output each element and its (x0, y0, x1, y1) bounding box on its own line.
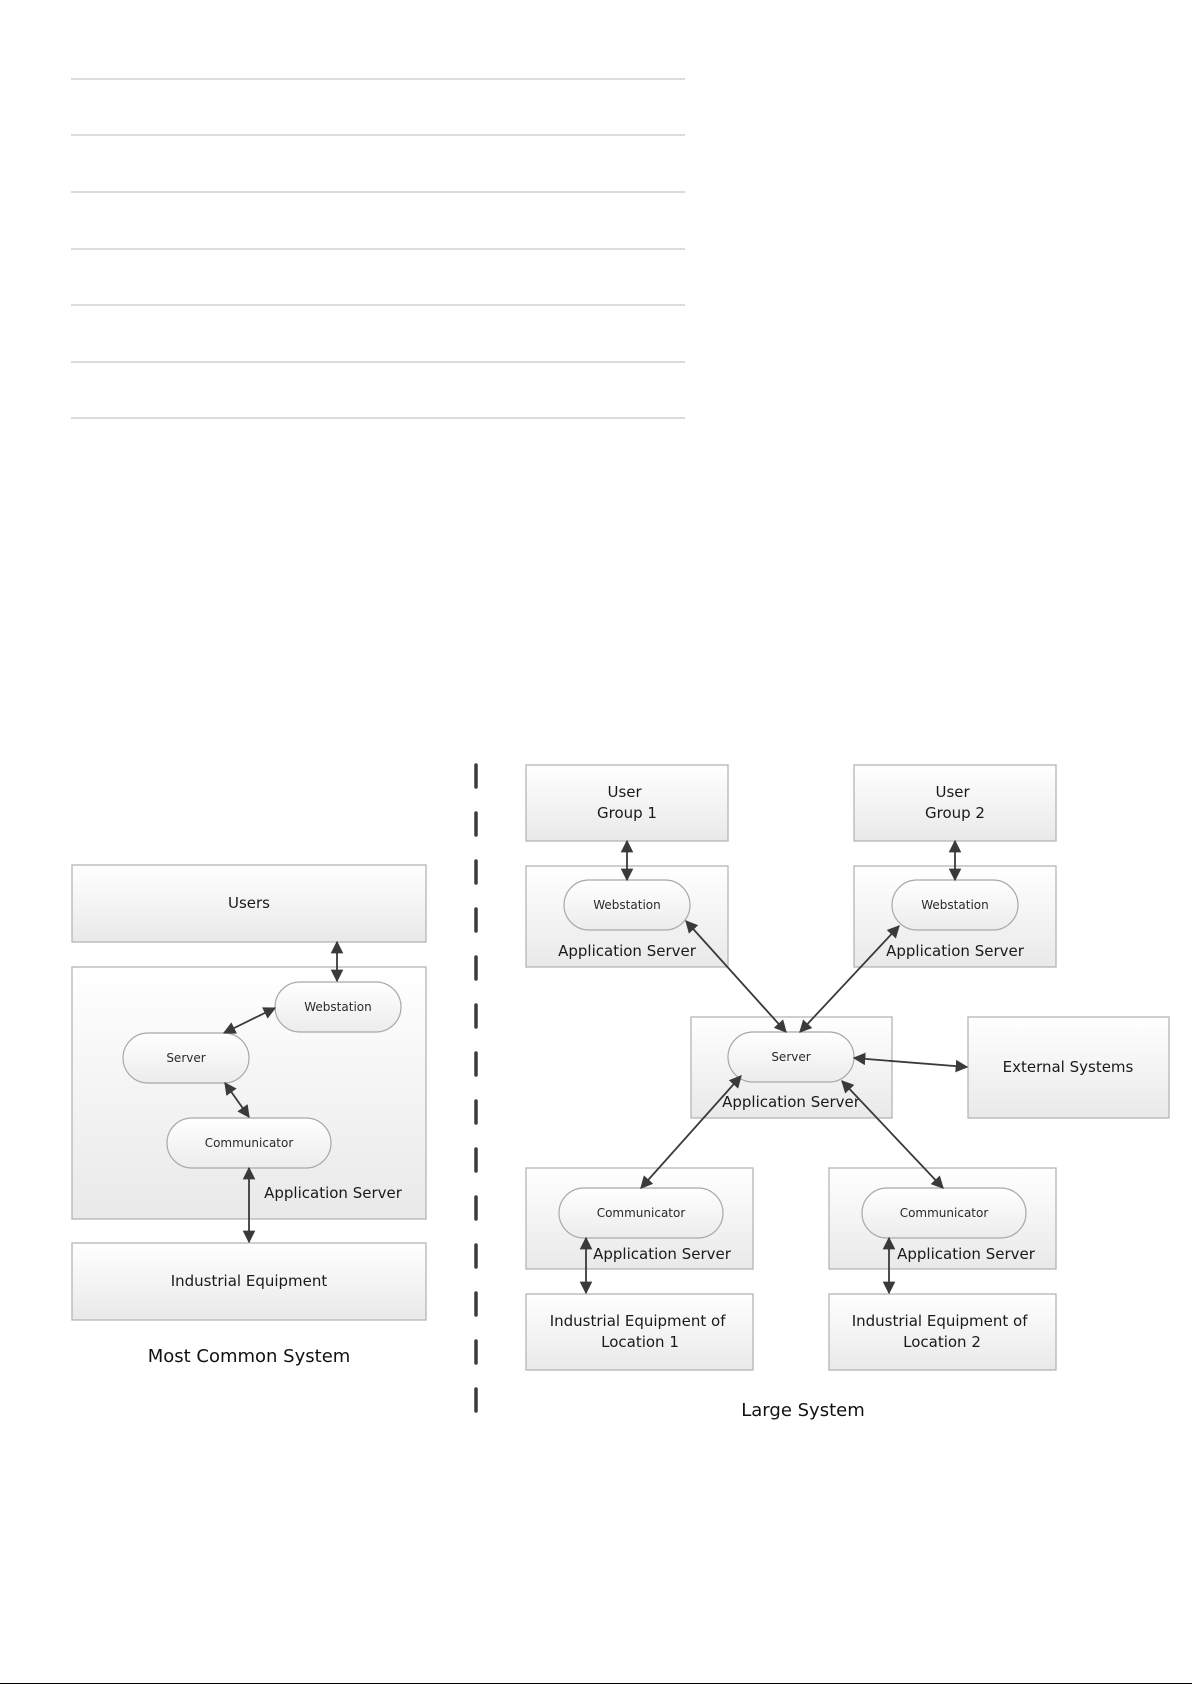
webstation-2-label: Webstation (921, 898, 988, 912)
users-box (71, 864, 427, 943)
user-group-1-line1: User (608, 783, 643, 801)
application-server-center-label: Application Server (722, 1093, 861, 1111)
ruled-line (71, 134, 685, 136)
industrial-equipment-1-label: Industrial Equipment of Location 1 (550, 1312, 731, 1351)
industrial-equipment-2-label: Industrial Equipment of Location 2 (852, 1312, 1033, 1351)
user-group-2-box (853, 764, 1057, 842)
most-common-system-caption: Most Common System (148, 1346, 351, 1367)
application-server-web-2-label: Application Server (886, 942, 1025, 960)
ruled-line (71, 78, 685, 80)
ruled-line (71, 304, 685, 306)
footer-line (0, 1683, 1192, 1684)
arrow-server-communicator (224, 1081, 250, 1119)
industrial-equipment-2-line1: Industrial Equipment of (852, 1312, 1028, 1330)
industrial-equipment-box (71, 1242, 427, 1321)
arrow-webstation2-server (799, 925, 900, 1033)
ruled-line (71, 361, 685, 363)
ruled-line (71, 248, 685, 250)
industrial-equipment-2-line2: Location 2 (903, 1333, 981, 1351)
ruled-line (71, 417, 685, 419)
arrow-webstation1-server (685, 920, 787, 1033)
large-system: User Group 1 User Group 2 Webstation App… (525, 764, 1170, 1421)
arrow-server-communicator2 (841, 1080, 944, 1189)
application-server-comm-1-label: Application Server (593, 1245, 732, 1263)
industrial-equipment-1-box (525, 1293, 754, 1371)
industrial-equipment-label: Industrial Equipment (171, 1272, 328, 1290)
user-group-2-line1: User (936, 783, 971, 801)
user-group-1-label: User Group 1 (597, 783, 657, 822)
server-center-label: Server (771, 1050, 810, 1064)
large-system-caption: Large System (741, 1400, 865, 1421)
arrow-server-communicator1 (640, 1075, 742, 1189)
communicator-2-pill (861, 1187, 1027, 1239)
external-systems-box (967, 1016, 1170, 1119)
arrow-server-external (852, 1052, 969, 1073)
industrial-equipment-1-line1: Industrial Equipment of (550, 1312, 726, 1330)
user-group-1-box (525, 764, 729, 842)
server-label: Server (166, 1051, 205, 1065)
webstation-label: Webstation (304, 1000, 371, 1014)
communicator-1-label: Communicator (597, 1206, 686, 1220)
arrow-webstation-server (222, 1007, 277, 1034)
most-common-system: Users Application Server Webstation Serv… (71, 864, 427, 1367)
users-label: Users (228, 894, 270, 912)
communicator-label: Communicator (205, 1136, 294, 1150)
industrial-equipment-1-line2: Location 1 (601, 1333, 679, 1351)
communicator-2-label: Communicator (900, 1206, 989, 1220)
industrial-equipment-2-box (828, 1293, 1057, 1371)
webstation-1-label: Webstation (593, 898, 660, 912)
user-group-1-line2: Group 1 (597, 804, 657, 822)
application-server-web-1-label: Application Server (558, 942, 697, 960)
application-server-comm-2-label: Application Server (897, 1245, 1036, 1263)
server-pill (122, 1032, 250, 1084)
external-systems-label: External Systems (1003, 1058, 1134, 1076)
ruled-line (71, 191, 685, 193)
user-group-2-line2: Group 2 (925, 804, 985, 822)
user-group-2-label: User Group 2 (925, 783, 985, 822)
application-server-label: Application Server (264, 1184, 403, 1202)
